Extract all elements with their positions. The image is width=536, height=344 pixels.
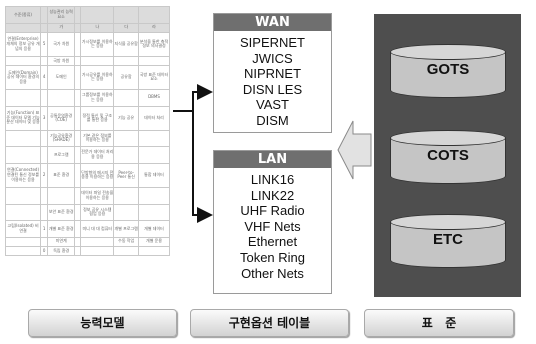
table-cell: 수준(종류)	[4, 6, 42, 24]
wan-item: SIPERNET	[239, 35, 305, 50]
table-cell: 통합 데이터	[138, 162, 170, 188]
wan-item: DISM	[256, 112, 289, 128]
wan-item: VAST	[256, 97, 289, 113]
lan-item: UHF Radio	[240, 203, 305, 219]
wan-title: WAN	[214, 14, 331, 31]
table-cell	[80, 6, 115, 24]
table-cell: 나	[80, 22, 115, 33]
table-cell	[74, 162, 82, 188]
table-cell: 단방향의 메시지 전송용 이용하는 응용	[80, 162, 115, 188]
lan-item: Other Nets	[241, 265, 304, 281]
wan-item: DISN LES	[242, 81, 303, 97]
table-cell	[80, 245, 115, 257]
lan-item: Ethernet	[247, 234, 298, 250]
implementation-table-button[interactable]: 구현옵션 테이블	[190, 309, 349, 337]
table-row: 수준(종류) 성능관리 능력 요소	[4, 6, 170, 24]
standard-button[interactable]: 표 준	[364, 309, 514, 337]
table-cell	[74, 55, 82, 66]
table-cell: 성능관리 능력 요소	[47, 6, 76, 24]
gots-cylinder: GOTS	[390, 44, 506, 98]
table-cell	[74, 22, 82, 33]
table-cell	[40, 55, 49, 66]
table-cell	[138, 245, 170, 257]
table-cell: 2	[40, 162, 49, 188]
table-cell: 국가 차원	[47, 31, 76, 57]
gots-label: GOTS	[426, 61, 470, 78]
table-cell: 3	[40, 105, 49, 131]
table-cell: 4	[40, 64, 49, 90]
table-row: 국방 차원	[4, 55, 170, 66]
etc-cylinder: ETC	[390, 214, 506, 268]
lan-item: LINK22	[250, 187, 295, 203]
table-cell	[74, 105, 82, 131]
table-cell: 라	[138, 22, 170, 33]
table-cell: 가시공유를 이용하는 응용	[80, 64, 115, 90]
lan-item: LINK16	[250, 172, 295, 187]
cots-cylinder: COTS	[390, 130, 506, 184]
table-cell	[74, 64, 82, 90]
wan-item: JWICS	[252, 50, 293, 66]
table-cell: 도메인(Domain) 공유 데이터 환경의 응용	[4, 64, 42, 90]
cots-label: COTS	[427, 147, 469, 164]
table-cell: 국방 표준 데이터 요소	[138, 64, 170, 90]
capability-model-button[interactable]: 능력모델	[28, 309, 177, 337]
table-cell: 연결(Enterprise) 개체의 정보 공유 개념의 응용	[4, 31, 42, 57]
table-cell	[80, 55, 115, 66]
table-cell: 가시정보를 이용하는 응용	[80, 31, 115, 57]
lan-item: Token Ring	[239, 249, 306, 265]
table-cell: 기능 공유	[113, 105, 140, 131]
table-cell: 0	[40, 245, 49, 257]
table-cell: 기능(Function) 표준 데이터 모델 기능 분산 데이터 및 응용	[4, 105, 42, 131]
lan-title: LAN	[214, 151, 331, 168]
etc-label: ETC	[433, 231, 463, 248]
table-cell: 공통운영환경 (COE)	[47, 105, 76, 131]
table-cell	[40, 22, 49, 33]
table-cell: 데이터 처리	[138, 105, 170, 131]
table-cell	[74, 245, 82, 257]
table-cell	[138, 55, 170, 66]
table-cell: 분석을 통한 축적 정보 의사결정	[138, 31, 170, 57]
table-cell: 정적 통신 및 구조를 통한 응용	[80, 105, 115, 131]
arrow-to-lan	[192, 111, 213, 223]
arrow-to-wan	[173, 84, 213, 112]
lan-item: VHF Nets	[244, 218, 301, 234]
table-row: 데이터 파일 전송을 이용하는 응용	[4, 186, 170, 205]
standards-arrow	[337, 120, 372, 180]
wan-item: NIPRNET	[243, 66, 302, 82]
